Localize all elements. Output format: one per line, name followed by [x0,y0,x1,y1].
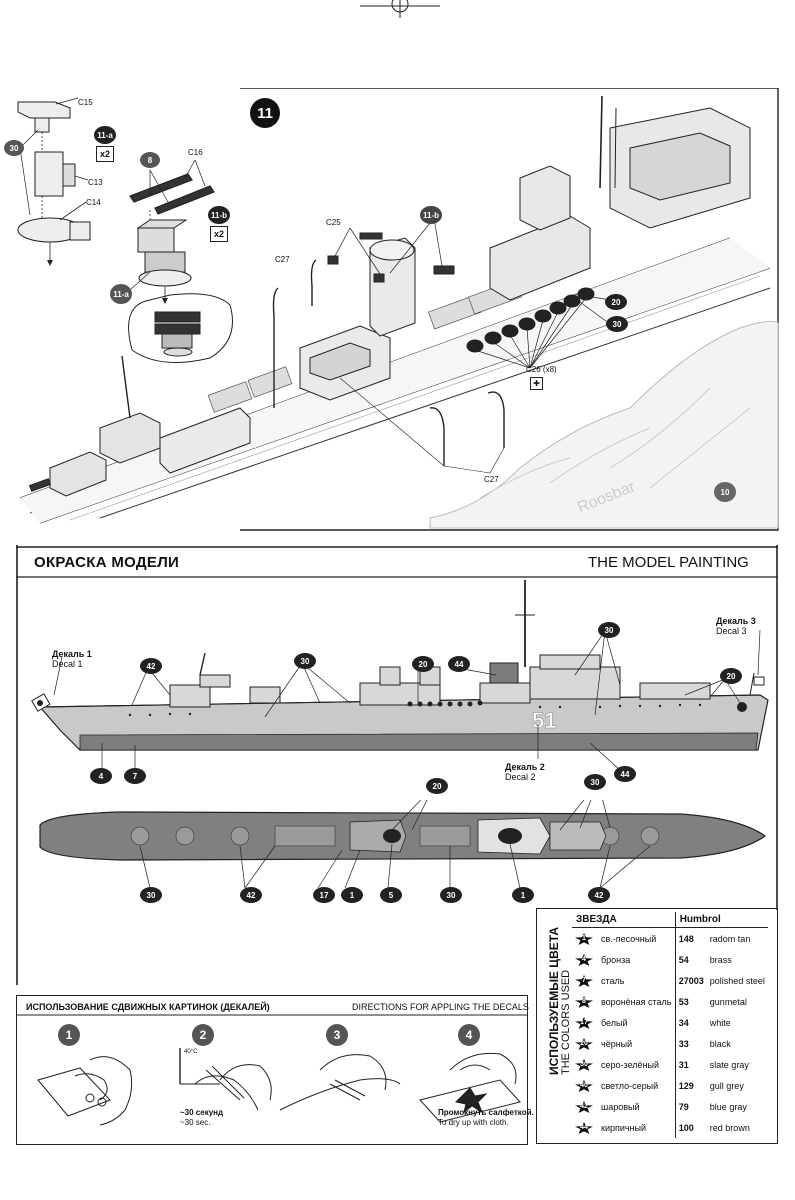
painting-title-ru: ОКРАСКА МОДЕЛИ [34,554,180,571]
part-label-c16: C16 [188,148,203,157]
step-number-badge: 11 [250,98,280,128]
star-callout-30: 30 [4,140,24,156]
quantity-x2-a: x2 [96,146,114,162]
decal1-label-en: Decal 1 [52,659,83,669]
part-label-c27-upper: C27 [275,255,290,264]
part-label-c27-lower: C27 [484,475,499,484]
decals-panel [16,995,528,1145]
colors-title-en: THE COLORS USED [560,969,572,1075]
side-callout-7: 7 [124,768,146,784]
glue-icon: ✚ [530,377,543,390]
gun-mount-drawings [17,97,233,363]
top-callout-30-b: 30 [440,887,462,903]
painting-section [16,545,778,995]
decal3-label-en: Decal 3 [716,626,747,636]
subassembly-11a-marker: 11-a [110,284,132,304]
side-callout-30-b: 30 [598,622,620,638]
top-callout-42-a: 42 [240,887,262,903]
star-callout-20-upper: 20 [605,294,627,310]
decals-title-en: DIRECTIONS FOR APPLING THE DECALS [352,1002,529,1012]
decal-step2-caption: ~30 секунд ~30 sec. [180,1108,224,1127]
side-callout-4: 4 [90,768,112,784]
step11-subassemblies: C15 C13 C14 C16 30 8 11-a x2 11-b x2 11-… [0,90,245,530]
colors-title-ru: ИСПОЛЬЗУЕМЫЕ ЦВЕТА [547,927,561,1075]
star-callout-30-upper: 30 [606,316,628,332]
decal-step-2: 2 [192,1024,214,1046]
decal-step-4: 4 [458,1024,480,1046]
decal-step-3: 3 [326,1024,348,1046]
crop-mark [360,0,440,18]
ship-top-view [39,800,767,889]
decal1-label-ru: Декаль 1 [52,649,92,659]
part-label-c14: C14 [86,198,101,207]
colors-panel [536,908,778,1144]
part-label-c15: C15 [78,98,93,107]
decal-step-1: 1 [58,1024,80,1046]
decal3-label-ru: Декаль 3 [716,616,756,626]
side-callout-30-a: 30 [294,653,316,669]
temperature-label: 40°C [184,1049,198,1055]
hull-number: 51 [532,708,556,733]
colors-header-zvezda: ЗВЕЗДА [572,912,676,928]
side-callout-20-a: 20 [412,656,434,672]
part-label-c13: C13 [88,178,103,187]
star-callout-8: 8 [140,152,160,168]
side-callout-42: 42 [140,658,162,674]
decal-steps-illustration [37,1048,521,1126]
top-callout-30-c: 30 [584,774,606,790]
side-callout-44-b: 44 [614,766,636,782]
top-callout-20: 20 [426,778,448,794]
top-callout-30-a: 30 [140,887,162,903]
decal2-label-en: Decal 2 [505,772,536,782]
top-callout-1-a: 1 [341,887,363,903]
subassembly-11a-tag: 11-a [94,126,116,144]
part-label-c25: C25 [326,218,341,227]
decals-title-ru: ИСПОЛЬЗОВАНИЕ СДВИЖНЫХ КАРТИНОК (ДЕКАЛЕЙ… [26,1002,270,1012]
painting-title-en: THE MODEL PAINTING [588,554,749,571]
painting-frame [16,545,778,985]
side-callout-44-a: 44 [448,656,470,672]
top-callout-42-b: 42 [588,887,610,903]
step-ref-10: 10 [714,482,736,502]
decal-step4-caption: Промокнуть салфеткой. To dry up with clo… [438,1108,534,1127]
top-callout-1-b: 1 [512,887,534,903]
side-callout-20-b: 20 [720,668,742,684]
subassembly-11b-marker: 11-b [420,206,442,224]
decals-header-rule [16,1014,528,1016]
step11-frame [240,88,779,531]
subassembly-11b-tag: 11-b [208,206,230,224]
colors-header-humbrol: Humbrol [674,912,768,928]
decal2-label-ru: Декаль 2 [505,762,545,772]
top-callout-17: 17 [313,887,335,903]
ship-side-view: 51 [31,580,769,771]
part-label-c26: C26 (x8) [526,365,557,374]
quantity-x2-b: x2 [210,226,228,242]
step11-ship-drawing: Roosbar [19,95,779,529]
top-callout-5: 5 [380,887,402,903]
